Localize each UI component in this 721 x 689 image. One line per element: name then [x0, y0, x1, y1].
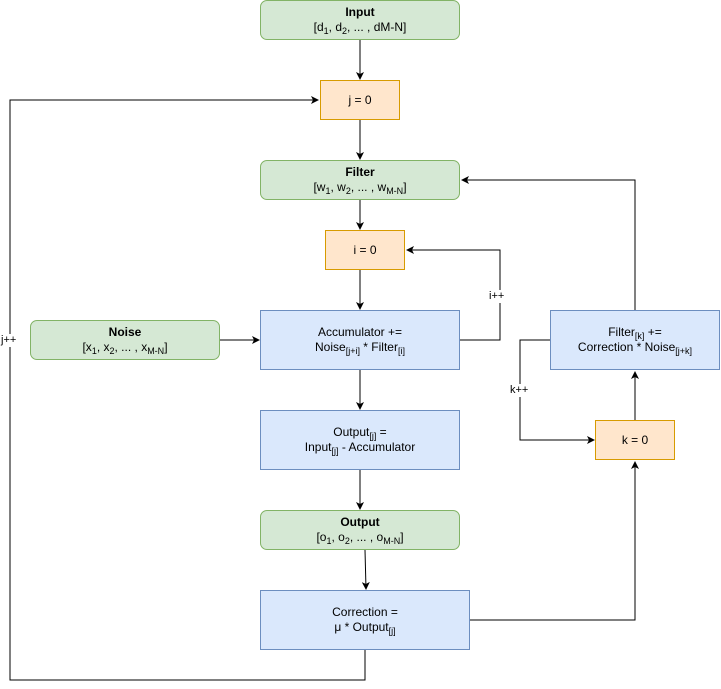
edge-filter-update-to-filter — [461, 176, 636, 310]
output-title: Output — [340, 515, 380, 529]
output-calc-line1: Output[j] = — [333, 425, 387, 441]
output-node: Output [o1, o2, ... , oM-N] — [260, 510, 460, 550]
i-init-text: i = 0 — [353, 242, 377, 257]
correction-line2: μ * Output[j] — [334, 620, 396, 636]
edge-label-k-increment: k++ — [509, 384, 530, 397]
noise-node: Noise [x1, x2, ... , xM-N] — [30, 320, 220, 360]
j-init-text: j = 0 — [348, 92, 372, 107]
input-title: Input — [345, 5, 375, 19]
filter-node: Filter [w1, w2, ... , wM-N] — [260, 160, 460, 200]
j-init-node: j = 0 — [320, 80, 400, 120]
edge-label-i-increment: i++ — [488, 290, 506, 303]
edge-label-j-increment: j++ — [0, 334, 18, 347]
edge-correction-loop-j — [9, 96, 366, 681]
filter-update-node: Filter[k] += Correction * Noise[j+k] — [550, 310, 720, 370]
filter-update-line1: Filter[k] += — [608, 325, 662, 341]
filter-title: Filter — [345, 165, 375, 179]
input-node: Input [d1, d2, ... , dM-N] — [260, 0, 460, 40]
accumulator-line1: Accumulator += — [317, 325, 403, 339]
output-calc-node: Output[j] = Input[j] - Accumulator — [260, 410, 460, 470]
noise-title: Noise — [108, 325, 142, 339]
accumulator-node: Accumulator += Noise[j+i] * Filter[i] — [260, 310, 460, 370]
k-init-node: k = 0 — [595, 420, 675, 460]
filter-update-line2: Correction * Noise[j+k] — [577, 340, 693, 356]
accumulator-line2: Noise[j+i] * Filter[i] — [315, 340, 405, 356]
i-init-node: i = 0 — [325, 230, 405, 270]
input-vector: [d1, d2, ... , dM-N] — [313, 20, 407, 36]
correction-node: Correction = μ * Output[j] — [260, 590, 470, 650]
output-calc-line2: Input[j] - Accumulator — [304, 440, 416, 456]
output-vector: [o1, o2, ... , oM-N] — [316, 530, 404, 546]
correction-line1: Correction = — [332, 605, 398, 619]
k-init-text: k = 0 — [621, 432, 649, 447]
edge-output-to-correction — [361, 549, 370, 590]
noise-vector: [x1, x2, ... , xM-N] — [82, 340, 168, 356]
filter-vector: [w1, w2, ... , wM-N] — [313, 180, 407, 196]
edge-correction-to-k-init — [470, 461, 639, 621]
